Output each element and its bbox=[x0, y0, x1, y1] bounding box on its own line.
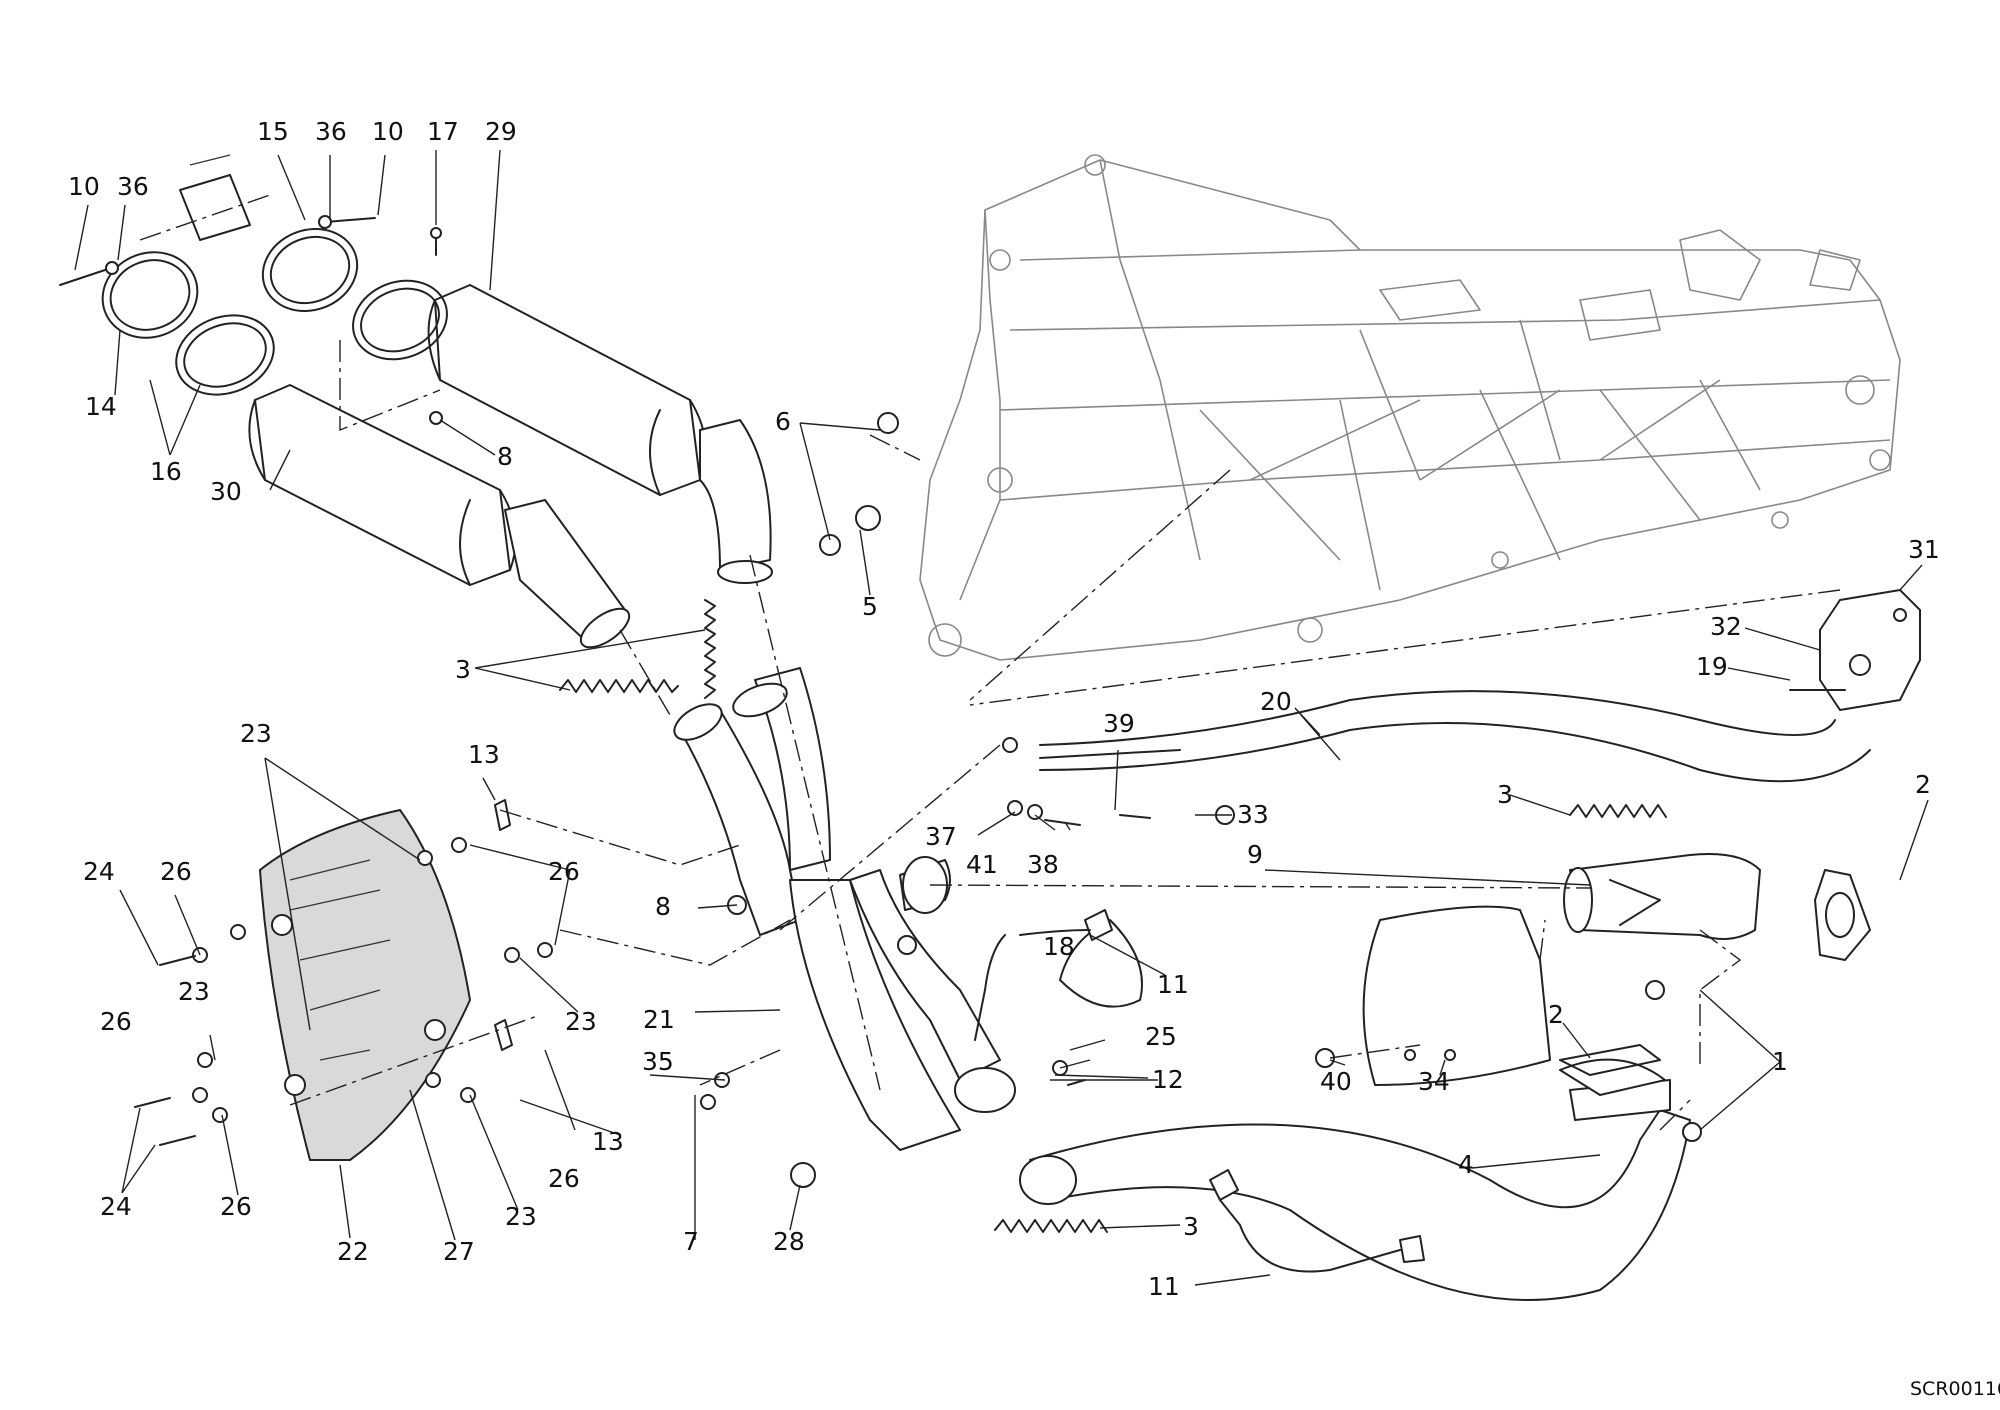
valve-cables-20 bbox=[1039, 690, 1871, 783]
callout-36: 36 bbox=[117, 172, 149, 201]
frame-outline bbox=[919, 154, 1901, 661]
callout-7: 7 bbox=[683, 1227, 699, 1256]
callout-26: 26 bbox=[548, 1164, 580, 1193]
gaskets-2 bbox=[1559, 869, 1871, 1076]
callout-41: 41 bbox=[966, 850, 998, 879]
callout-19: 19 bbox=[1696, 652, 1728, 681]
callout-8: 8 bbox=[655, 892, 671, 921]
callout-30: 30 bbox=[210, 477, 242, 506]
callout-37: 37 bbox=[925, 822, 957, 851]
callout-2: 2 bbox=[1548, 1000, 1564, 1029]
callout-12: 12 bbox=[1152, 1065, 1184, 1094]
callout-labels: 10 36 15 36 10 17 29 14 16 8 30 6 5 31 3… bbox=[68, 117, 2000, 1400]
callout-6: 6 bbox=[775, 407, 791, 436]
callout-35: 35 bbox=[642, 1047, 674, 1076]
callout-10: 10 bbox=[372, 117, 404, 146]
callout-26: 26 bbox=[220, 1192, 252, 1221]
drawing-code: SCR00116 bbox=[1910, 1378, 2000, 1400]
callout-26: 26 bbox=[100, 1007, 132, 1036]
callout-2: 2 bbox=[1915, 770, 1931, 799]
callout-15: 15 bbox=[257, 117, 289, 146]
callout-20: 20 bbox=[1260, 687, 1292, 716]
callout-21: 21 bbox=[643, 1005, 675, 1034]
small-bolts bbox=[59, 215, 443, 425]
callout-9: 9 bbox=[1247, 840, 1263, 869]
header-pipe-21 bbox=[673, 667, 1001, 1151]
callout-17: 17 bbox=[427, 117, 459, 146]
callout-4: 4 bbox=[1458, 1150, 1474, 1179]
callout-13: 13 bbox=[592, 1127, 624, 1156]
callout-26: 26 bbox=[548, 857, 580, 886]
callout-3: 3 bbox=[455, 655, 471, 684]
callout-25: 25 bbox=[1145, 1022, 1177, 1051]
callout-18: 18 bbox=[1043, 932, 1075, 961]
callout-24: 24 bbox=[83, 857, 115, 886]
heat-shield-22 bbox=[258, 808, 472, 1161]
silencer-30 bbox=[248, 384, 631, 649]
springs-3 bbox=[559, 599, 1667, 1233]
callout-23: 23 bbox=[505, 1202, 537, 1231]
callout-31: 31 bbox=[1908, 535, 1940, 564]
exhaust-valve-31 bbox=[1819, 589, 1921, 711]
callout-5: 5 bbox=[862, 592, 878, 621]
callout-36: 36 bbox=[315, 117, 347, 146]
callout-3: 3 bbox=[1183, 1212, 1199, 1241]
callout-14: 14 bbox=[85, 392, 117, 421]
clamp-rings bbox=[101, 154, 448, 396]
callout-8: 8 bbox=[497, 442, 513, 471]
callout-23: 23 bbox=[178, 977, 210, 1006]
lambda-sensors-11 bbox=[974, 909, 1425, 1273]
callout-3: 3 bbox=[1497, 780, 1513, 809]
callout-28: 28 bbox=[773, 1227, 805, 1256]
callout-24: 24 bbox=[100, 1192, 132, 1221]
header-pipe-4 bbox=[954, 919, 1691, 1301]
callout-40: 40 bbox=[1320, 1067, 1352, 1096]
assembly-lines bbox=[139, 194, 1841, 1131]
callout-33: 33 bbox=[1237, 800, 1269, 829]
callout-32: 32 bbox=[1710, 612, 1742, 641]
callout-10: 10 bbox=[68, 172, 100, 201]
callout-23: 23 bbox=[565, 1007, 597, 1036]
mid-pipe-9 bbox=[1563, 853, 1761, 940]
callout-38: 38 bbox=[1027, 850, 1059, 879]
leader-lines bbox=[74, 149, 1929, 1286]
callout-26: 26 bbox=[160, 857, 192, 886]
callout-13: 13 bbox=[468, 740, 500, 769]
callout-22: 22 bbox=[337, 1237, 369, 1266]
callout-29: 29 bbox=[485, 117, 517, 146]
callout-34: 34 bbox=[1418, 1067, 1450, 1096]
callout-1: 1 bbox=[1772, 1047, 1788, 1076]
callout-16: 16 bbox=[150, 457, 182, 486]
callout-11: 11 bbox=[1157, 970, 1189, 999]
callout-23: 23 bbox=[240, 719, 272, 748]
callout-39: 39 bbox=[1103, 709, 1135, 738]
heat-shield-34 bbox=[1362, 905, 1551, 1086]
callout-11: 11 bbox=[1148, 1272, 1180, 1301]
callout-27: 27 bbox=[443, 1237, 475, 1266]
